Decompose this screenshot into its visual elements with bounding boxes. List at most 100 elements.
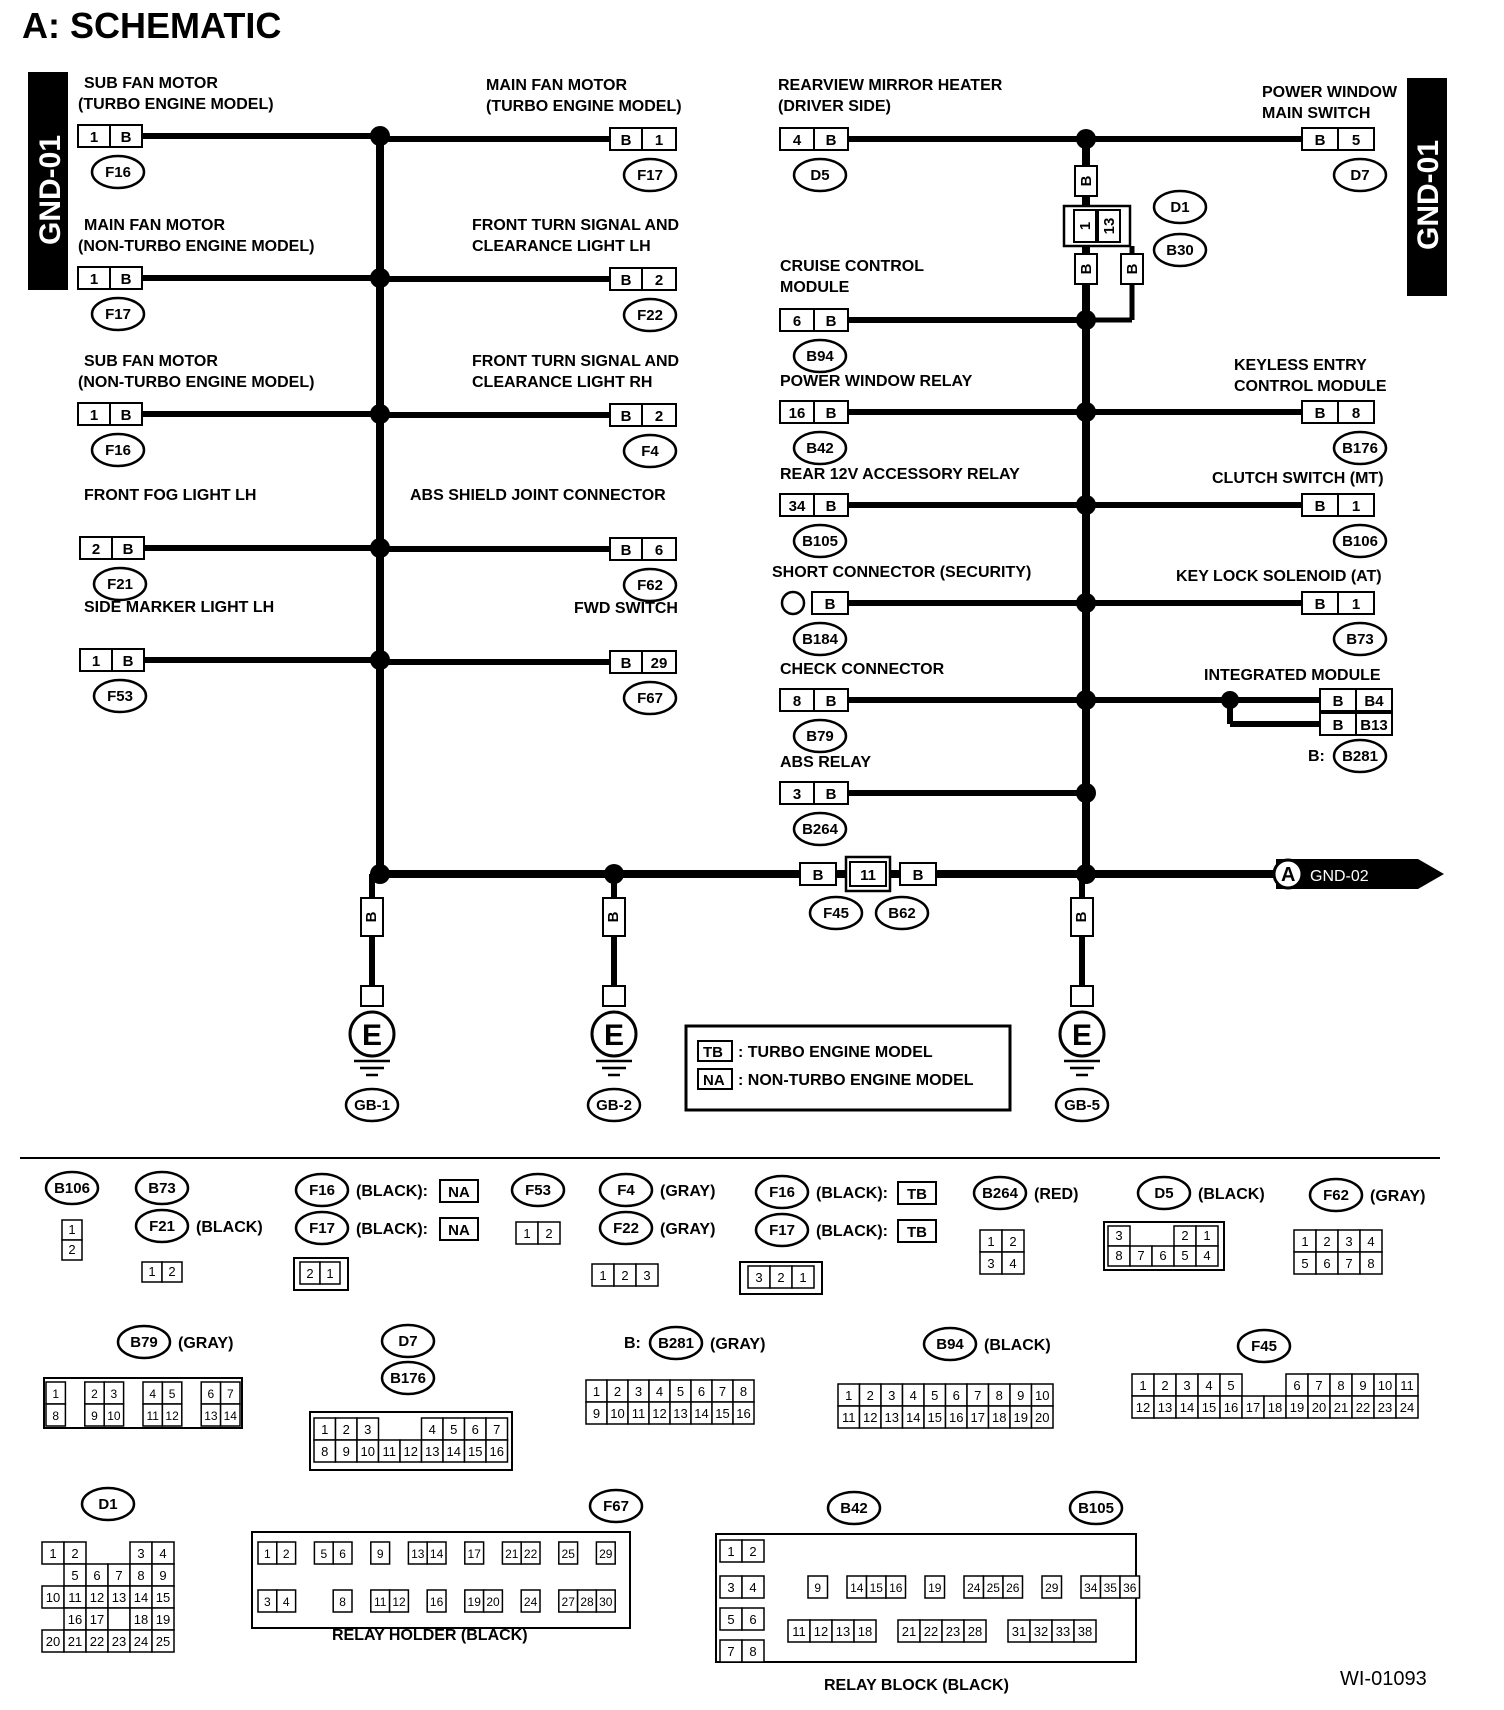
view-d7-pins-pin: 12 (404, 1444, 418, 1459)
view-d7-pins-pin: 1 (321, 1422, 328, 1437)
left-device-label-3: FRONT FOG LIGHT LH (84, 487, 256, 504)
view-b281-color: (GRAY) (710, 1336, 765, 1353)
view-relay-block-b-cell-0-1 (741, 1575, 765, 1599)
view-relay-block-row3-pin: 18 (858, 1624, 872, 1639)
view-f16tb: F16 (769, 1184, 795, 1201)
view-relay-block-row1-pin: 36 (1123, 1581, 1137, 1595)
joint-pin13: 13 (1101, 218, 1118, 235)
view-relay-block-row1-pin: 25 (987, 1581, 1001, 1595)
joint-b-right-code: B (1124, 263, 1141, 274)
view-d1-pins-pin: 10 (46, 1590, 60, 1605)
view-b176-ellipse (380, 1360, 436, 1396)
rl-pin-6: 3 (793, 786, 801, 803)
mid-device-sublabel-0: (TURBO ENGINE MODEL) (486, 98, 682, 115)
view-b94-pins-pin: 10 (1035, 1388, 1049, 1403)
view-f45-pins-pin: 8 (1337, 1378, 1344, 1393)
ground-name-0-ellipse (344, 1087, 400, 1123)
left-conn-2: F16 (105, 442, 131, 459)
left-wire-code-0: B (121, 129, 132, 146)
view-relay-block-row3-cell-0-13 (1073, 1619, 1097, 1643)
view-d5-pins-pin: 5 (1181, 1248, 1188, 1263)
view-d5-pins-pin: 8 (1115, 1248, 1122, 1263)
rr-wire-code-1: B (1315, 405, 1326, 422)
view-relay-block-d-cell-0-1 (741, 1639, 765, 1663)
left-conn-3: F21 (107, 576, 133, 593)
left-pin-4: 1 (92, 653, 100, 670)
rl-b-cell-6 (813, 781, 849, 805)
view-b94-pins-pin: 2 (867, 1388, 874, 1403)
view-relay-holder-row3-pin: 16 (430, 1595, 444, 1609)
view-relay-block-c-cell-0-1 (741, 1607, 765, 1631)
view-f45-pins-pin: 6 (1293, 1378, 1300, 1393)
view-relay-holder-row3-pin: 27 (562, 1595, 576, 1609)
view-relay-holder-row3-cell-0-7 (388, 1589, 410, 1613)
rl-pin-0: 4 (793, 132, 802, 149)
rl-device-label-4: SHORT CONNECTOR (SECURITY) (772, 564, 1031, 581)
page-title: A: SCHEMATIC (22, 5, 281, 46)
view-f45-pins-pin: 20 (1312, 1400, 1326, 1415)
view-relay-holder-row1-cell-0-6 (370, 1541, 391, 1565)
view-relay-block-row3-pin: 33 (1056, 1624, 1070, 1639)
view-relay-holder-row3-cell-0-14 (520, 1589, 541, 1613)
gnd02-arrow: A GND-02 (1272, 858, 1444, 890)
ground-name-2: GB-5 (1064, 1097, 1100, 1114)
rr-conn-2: B106 (1342, 533, 1378, 550)
rr-device-label-2: CLUTCH SWITCH (MT) (1212, 470, 1384, 487)
view-relay-holder-row1-cell-0-11 (464, 1541, 485, 1565)
view-f53-pins-cell-0-1 (537, 1221, 561, 1245)
ground-name-1-ellipse (586, 1087, 642, 1123)
view-f16tb-color: (BLACK): (816, 1185, 888, 1202)
view-b94-pins-pin: 12 (863, 1410, 877, 1425)
rl-device-label-5: CHECK CONNECTOR (780, 661, 945, 678)
harness-conn-b62-ellipse (874, 895, 930, 931)
view-relay-holder-row1-cell-0-1 (276, 1541, 297, 1565)
view-f62-color: (GRAY) (1370, 1188, 1425, 1205)
rr-device-label-3: KEY LOCK SOLENOID (AT) (1176, 568, 1382, 585)
view-b264-pins-pin: 2 (1009, 1234, 1016, 1249)
view-relay-block-d-pin: 7 (727, 1644, 734, 1659)
left-conn-4-ellipse (92, 678, 148, 714)
view-b94-pins-pin: 5 (931, 1388, 938, 1403)
view-relay-block-row1-cell-0-16 (1119, 1575, 1141, 1599)
view-b106: B106 (54, 1180, 90, 1197)
joint-conn-b30-ellipse (1152, 232, 1208, 268)
view-relay-holder-row1-cell-0-4 (332, 1541, 353, 1565)
rl-device-label-3: REAR 12V ACCESSORY RELAY (780, 466, 1020, 483)
ground-name-0: GB-1 (354, 1097, 390, 1114)
ground-b-cell-2 (1070, 897, 1094, 937)
joint-conn-d1-ellipse (1152, 189, 1208, 225)
view-relay-holder-row1-pin: 29 (599, 1547, 613, 1561)
ground-name-2-ellipse (1054, 1087, 1110, 1123)
view-b94-pins-pin: 18 (992, 1410, 1006, 1425)
left-conn-1-ellipse (90, 296, 146, 332)
rr-conn-0-ellipse (1332, 157, 1388, 193)
view-d7: D7 (398, 1333, 417, 1350)
view-f16na-tag (439, 1179, 479, 1203)
harness-code-left: B (813, 867, 824, 884)
rr-conn-3-ellipse (1332, 621, 1388, 657)
joint-b-left-code: B (1078, 263, 1095, 274)
rl-device-label-2: POWER WINDOW RELAY (780, 373, 973, 390)
rl-conn-2-ellipse (792, 430, 848, 466)
view-d1-pins-pin: 25 (156, 1634, 170, 1649)
joint-b-top (1074, 165, 1098, 197)
left-wire-code-2: B (121, 407, 132, 424)
view-relay-holder-row3-pin: 8 (339, 1595, 346, 1609)
view-d1-pins-pin: 21 (68, 1634, 82, 1649)
rl-conn-0-ellipse (792, 157, 848, 193)
rr-device-sublabel-1: CONTROL MODULE (1234, 378, 1387, 395)
rr-wire-code-3: B (1315, 596, 1326, 613)
view-f45-pins-pin: 17 (1246, 1400, 1260, 1415)
view-b94-pins-pin: 14 (906, 1410, 920, 1425)
mid-pin-cell-1 (641, 267, 677, 291)
view-f62-pins-pin: 7 (1345, 1256, 1352, 1271)
ground-symbol-2: E (1072, 1019, 1092, 1052)
view-f4-ellipse (598, 1172, 654, 1208)
view-f22: F22 (613, 1220, 639, 1237)
view-b281-pins-pin: 8 (740, 1384, 747, 1399)
view-f17na-pins-cell-0-1 (319, 1261, 341, 1285)
view-relay-holder-row1-pin: 6 (339, 1547, 346, 1561)
gnd01-tag-left: GND-01 (28, 72, 68, 290)
